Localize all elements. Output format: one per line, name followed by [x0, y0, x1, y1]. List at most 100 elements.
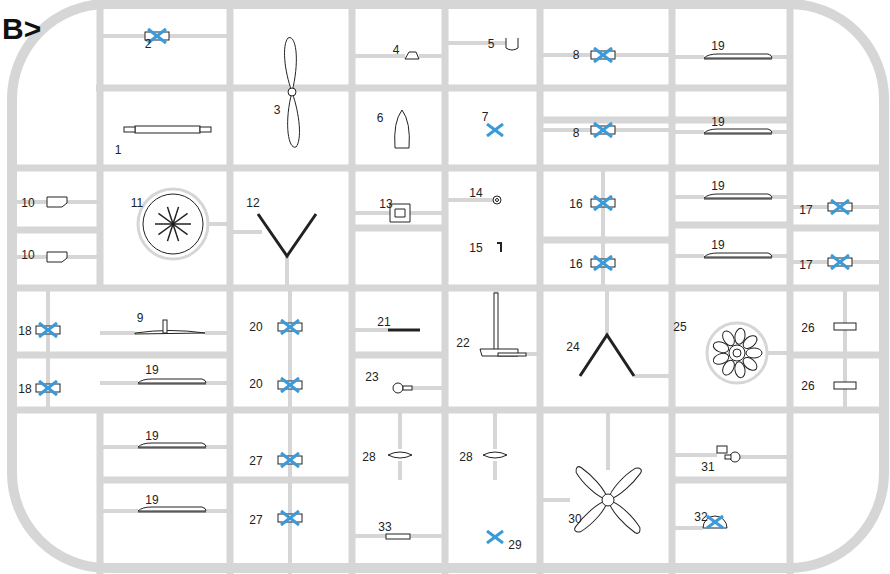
sprue-stroke	[767, 351, 790, 355]
sprue-stroke	[591, 196, 615, 210]
sprue-stroke	[97, 410, 104, 574]
sprue-stroke	[540, 128, 591, 132]
sprue-stroke	[36, 381, 60, 395]
sprue-stroke	[672, 477, 790, 484]
strut-v	[258, 214, 316, 256]
callout-number: 28	[459, 451, 472, 463]
propeller-4blade	[573, 465, 644, 536]
radial-engine	[707, 323, 767, 383]
landing-gear	[480, 293, 526, 356]
sprue-stroke	[601, 207, 605, 259]
callout-number: 17	[799, 204, 812, 216]
sprue-stroke	[672, 130, 704, 134]
sprue-stroke	[790, 225, 884, 232]
callout-number: 33	[378, 521, 391, 533]
sprue-stroke	[288, 331, 292, 381]
part-13	[390, 204, 410, 222]
sprue-stroke	[200, 127, 211, 132]
callout-number: 10	[21, 249, 34, 261]
sprue-stroke	[288, 389, 292, 410]
callout-number: 19	[711, 239, 724, 251]
part-1	[124, 126, 211, 133]
callout-number: 25	[673, 321, 686, 333]
sprue-stroke	[834, 323, 856, 330]
callout-number: 24	[566, 341, 579, 353]
sprue-stroke	[386, 534, 410, 539]
sprue-stroke	[494, 288, 498, 293]
sprue-stroke	[483, 452, 507, 458]
sprue-stroke	[388, 452, 412, 458]
callout-number: 19	[711, 40, 724, 52]
sprue-stroke	[591, 123, 615, 137]
sprue-stroke	[843, 288, 847, 323]
callout-number: 11	[131, 197, 143, 209]
callout-number: 16	[569, 198, 582, 210]
sprue-stroke	[494, 293, 498, 351]
callout-number: 6	[377, 112, 384, 124]
sprue-stroke	[398, 410, 402, 449]
sprue-stroke	[615, 53, 672, 57]
propeller-2blade	[285, 38, 300, 148]
callout-number: 12	[246, 197, 259, 209]
sprue-stroke	[591, 256, 615, 270]
sprue-stroke	[602, 494, 614, 506]
callout-number: 28	[362, 451, 375, 463]
part-31	[717, 446, 740, 462]
part-10	[47, 197, 67, 207]
callout-number: 31	[701, 461, 714, 473]
callout-number: 19	[711, 116, 724, 128]
sprue-stroke	[398, 461, 402, 480]
sprue-stroke	[672, 222, 790, 229]
sprue-stroke	[167, 207, 173, 224]
gate	[12, 36, 884, 574]
sprue-stroke	[790, 352, 884, 359]
sprue-stroke	[493, 410, 497, 449]
sprue-stroke	[403, 386, 412, 390]
sprue-stroke	[828, 255, 852, 269]
callout-number: 22	[456, 337, 469, 349]
sprue-stroke	[155, 223, 173, 225]
sprue-stroke	[634, 374, 672, 378]
callout-number: 20	[249, 378, 262, 390]
sprue-stroke	[12, 285, 884, 292]
callout-number: 15	[469, 242, 482, 254]
sprue-stroke	[46, 288, 50, 326]
sprue-stroke	[285, 38, 297, 92]
callout-number: 30	[568, 513, 581, 525]
sprue-stroke	[155, 207, 191, 241]
callout-number: 19	[145, 430, 158, 442]
sprue-stroke	[672, 526, 703, 530]
sprue-stroke	[672, 117, 790, 124]
callout-number: 19	[711, 180, 724, 192]
sprue-stroke	[100, 331, 135, 335]
sprue-stroke	[843, 330, 847, 382]
sprue-stroke	[704, 194, 772, 199]
sprue-stroke	[46, 392, 50, 410]
parts	[36, 29, 856, 543]
part-6	[395, 110, 410, 148]
removed-part	[487, 124, 503, 136]
sprue-stroke	[601, 267, 605, 288]
sprue-stroke	[498, 353, 526, 356]
sprue-stroke	[100, 34, 145, 38]
sprue-stroke	[487, 531, 503, 543]
sprue-stroke	[158, 224, 173, 235]
callout-number: 19	[145, 494, 158, 506]
sprue-stroke	[772, 254, 790, 258]
sprue-stroke	[419, 54, 445, 58]
sprue-stroke	[393, 383, 403, 393]
sprue-stroke	[591, 48, 615, 62]
callout-number: 18	[18, 383, 31, 395]
callout-number: 3	[274, 104, 281, 116]
sprue-stroke	[67, 255, 100, 259]
sprue-stroke	[278, 378, 302, 392]
sprue-stroke	[288, 88, 296, 96]
sprue-stroke	[135, 126, 200, 133]
part-10	[47, 252, 67, 262]
callout-number: 10	[21, 197, 34, 209]
part-9	[135, 320, 205, 334]
callout-number: 19	[145, 364, 158, 376]
sprue-stroke	[12, 352, 100, 359]
sprue-stroke	[704, 253, 772, 258]
